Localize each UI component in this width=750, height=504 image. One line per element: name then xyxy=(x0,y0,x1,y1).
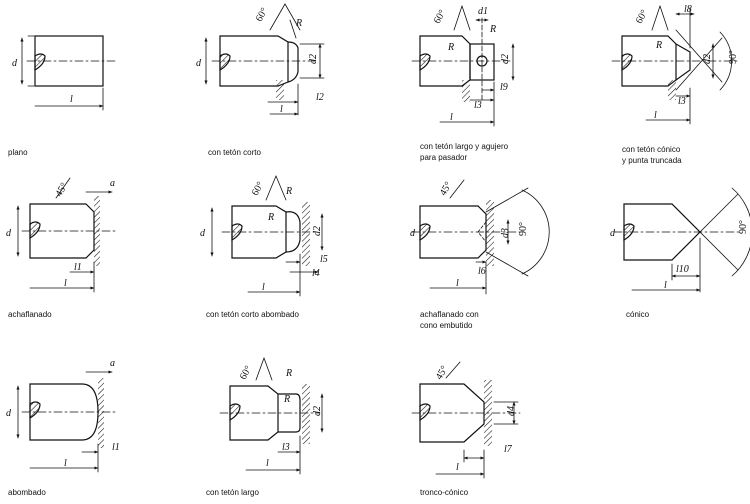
label-angle-60: 60° xyxy=(254,6,271,24)
label-l9: l9 xyxy=(500,82,508,93)
label-angle-60: 60° xyxy=(432,8,449,26)
end-tronco-conico xyxy=(411,361,521,479)
caption-line: y punta truncada xyxy=(622,156,682,165)
caption-line: achaflanado con xyxy=(420,310,479,319)
label-l3: l3 xyxy=(678,96,686,107)
label-angle-60: 60° xyxy=(238,364,255,382)
label-d2: d2 xyxy=(312,226,323,236)
label-l2: l2 xyxy=(316,92,324,103)
dimension-labels: d l d 60° R d2 l2 l 60° d1 R R d2 l9 l3 … xyxy=(6,4,749,473)
end-con-teton-corto-abombado xyxy=(210,175,324,297)
label-a: a xyxy=(110,178,115,189)
label-l: l xyxy=(64,278,67,289)
label-l6: l6 xyxy=(478,266,486,277)
label-R: R xyxy=(285,186,292,197)
label-angle-90: 90° xyxy=(738,220,749,234)
label-l: l xyxy=(654,110,657,121)
label-d2: d2 xyxy=(308,54,319,64)
label-d: d xyxy=(6,408,12,419)
end-con-teton-largo-agujero xyxy=(411,5,515,127)
label-l: l xyxy=(262,282,265,293)
label-l3: l3 xyxy=(282,442,290,453)
label-d3: d3 xyxy=(500,228,511,238)
label-R: R xyxy=(655,40,662,51)
label-l: l xyxy=(664,280,667,291)
caption-con-teton-corto-abombado: con tetón corto abombado xyxy=(206,310,299,319)
end-con-teton-corto xyxy=(204,3,325,116)
end-con-teton-conico xyxy=(611,5,741,125)
label-angle-60: 60° xyxy=(250,180,267,198)
label-R: R xyxy=(447,42,454,53)
label-a: a xyxy=(110,358,115,369)
label-angle-90: 90° xyxy=(518,222,529,236)
label-d: d xyxy=(6,228,12,239)
caption-achaflanado-cono: achaflanado con cono embutido xyxy=(420,309,479,331)
label-d: d xyxy=(12,58,18,69)
caption-line: para pasador xyxy=(420,153,468,162)
label-l7: l7 xyxy=(504,444,513,455)
label-l4: l4 xyxy=(312,268,320,279)
label-l: l xyxy=(456,278,459,289)
label-d1: d1 xyxy=(478,6,488,17)
caption-con-teton-corto: con tetón corto xyxy=(208,148,261,157)
caption-con-teton-largo: con tetón largo xyxy=(206,488,259,497)
caption-con-teton-largo-agujero: con tetón largo y agujero para pasador xyxy=(420,141,508,163)
caption-tronco-conico: tronco-cónico xyxy=(420,488,469,497)
caption-line: con tetón largo y agujero xyxy=(420,142,509,151)
label-l1: l1 xyxy=(74,262,82,273)
end-con-teton-largo xyxy=(219,357,324,475)
label-l: l xyxy=(280,104,283,115)
end-achaflanado-cono xyxy=(411,179,550,295)
label-angle-45: 45° xyxy=(434,364,451,382)
label-l1: l1 xyxy=(112,442,120,453)
caption-plano: plano xyxy=(8,148,28,157)
label-l: l xyxy=(70,94,73,105)
caption-abombado: abombado xyxy=(8,488,46,497)
label-d2: d2 xyxy=(500,54,511,64)
label-angle-90: 90° xyxy=(728,50,739,64)
label-R: R xyxy=(283,394,290,405)
caption-line: cono embutido xyxy=(420,321,473,330)
label-d2: d2 xyxy=(702,54,713,64)
end-plano xyxy=(20,35,116,111)
label-R: R xyxy=(489,24,496,35)
caption-conico: cónico xyxy=(626,310,650,319)
label-d: d xyxy=(196,58,202,69)
label-l: l xyxy=(450,112,453,123)
label-d4: d4 xyxy=(506,406,517,416)
label-d2: d2 xyxy=(312,406,323,416)
caption-line: con tetón cónico xyxy=(622,145,681,154)
label-l: l xyxy=(456,462,459,473)
label-l3: l3 xyxy=(474,100,482,111)
end-abombado xyxy=(16,370,116,473)
end-achaflanado xyxy=(16,177,116,293)
caption-con-teton-conico: con tetón cónico y punta truncada xyxy=(622,144,682,166)
label-l: l xyxy=(64,458,67,469)
label-d: d xyxy=(410,228,416,239)
label-R: R xyxy=(285,368,292,379)
label-R: R xyxy=(267,212,274,223)
label-d: d xyxy=(610,228,616,239)
label-l5: l5 xyxy=(320,254,328,265)
label-d: d xyxy=(200,228,206,239)
label-angle-45: 45° xyxy=(54,181,71,199)
end-conico xyxy=(613,187,750,293)
caption-achaflanado: achaflanado xyxy=(8,310,52,319)
label-l8: l8 xyxy=(684,4,692,15)
label-l: l xyxy=(266,458,269,469)
label-R: R xyxy=(295,18,302,29)
label-l10: l10 xyxy=(676,264,689,275)
label-angle-60: 60° xyxy=(634,8,651,26)
